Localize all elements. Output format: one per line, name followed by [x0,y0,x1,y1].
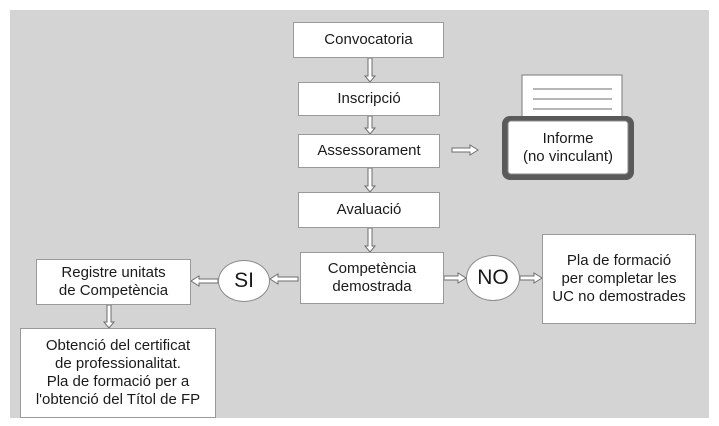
node-avaluacio: Avaluació [298,192,440,228]
arrow-assessorament-informe [451,144,479,156]
node-convocatoria: Convocatoria [293,22,444,58]
arrow-registre-obtencio [102,304,116,329]
arrow-inscripcio-assessorament [363,115,377,135]
decision-si: SI [218,260,270,302]
node-avaluacio-label: Avaluació [336,201,402,218]
node-informe-line1: Informe [542,129,594,147]
arrow-assessorament-avaluacio [363,167,377,193]
node-registre-line1: Registre unitats [61,264,166,281]
node-pla-formacio: Pla de formació per completar les UC no … [542,234,696,324]
node-obtencio-line1: Obtenció del certificat [45,337,191,354]
node-assessorament-label: Assessorament [317,142,421,159]
arrow-competencia-si [269,273,299,285]
printer-icon [502,74,634,180]
node-pla-line2: per completar les [561,270,677,287]
decision-si-label: SI [234,269,254,292]
node-competencia-line1: Competència [327,260,417,277]
arrow-competencia-no [443,272,467,284]
node-informe: Informe (no vinculant) [508,121,628,174]
node-registre-line2: de Competència [58,282,169,299]
node-assessorament: Assessorament [298,134,440,168]
node-obtencio-line2: de professionalitat. [55,355,181,372]
node-competencia-line2: demostrada [332,278,412,295]
node-informe-line2: (no vinculant) [522,147,614,165]
node-inscripcio: Inscripció [298,82,440,116]
arrow-no-pla [519,272,543,284]
node-registre-unitats: Registre unitats de Competència [36,259,191,305]
node-obtencio-line3: Pla de formació per a [46,373,190,390]
arrow-avaluacio-competencia [363,227,377,253]
node-obtencio-line4: l'obtenció del Títol de FP [35,391,201,408]
arrow-si-registre [190,275,219,287]
node-convocatoria-label: Convocatoria [324,31,413,48]
node-pla-line3: UC no demostrades [552,288,686,305]
node-competencia-demostrada: Competència demostrada [300,252,444,304]
arrow-convocatoria-inscripcio [363,57,377,83]
decision-no-label: NO [477,266,509,289]
node-obtencio-certificat: Obtenció del certificat de professionali… [20,328,216,418]
node-inscripcio-label: Inscripció [337,90,401,107]
decision-no: NO [466,255,520,301]
node-pla-line1: Pla de formació [566,252,672,269]
